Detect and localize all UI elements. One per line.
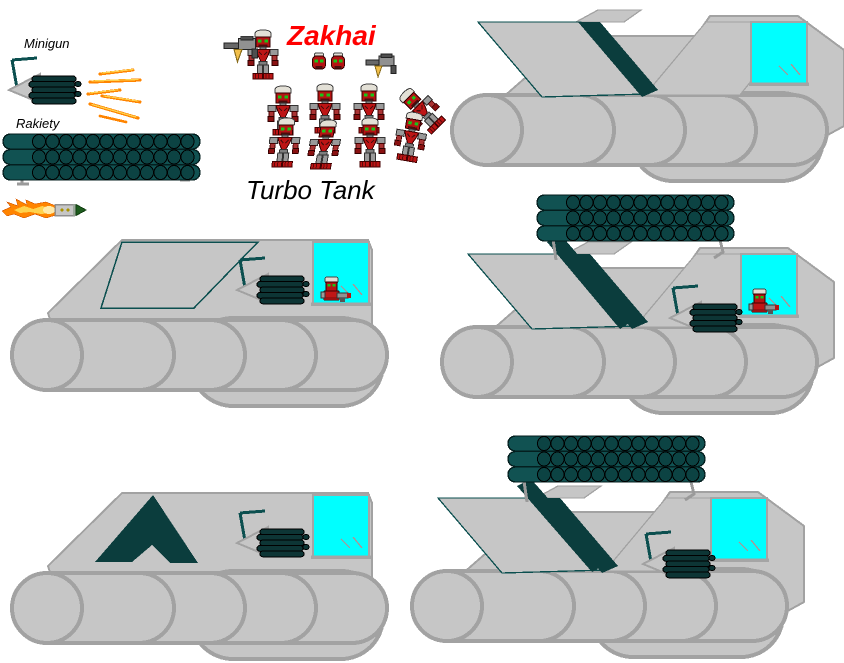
robot-pose-walk <box>354 117 386 168</box>
robot-head-sprite <box>331 52 345 70</box>
robot-head-sprite <box>312 52 326 70</box>
tank-top-right <box>452 10 844 181</box>
tank-middle-right <box>442 195 834 413</box>
handgun-sprite <box>365 53 397 78</box>
muzzle-flash-streaks <box>86 67 142 124</box>
character-title: Zakhai <box>287 20 376 51</box>
handgun-icon <box>223 35 259 63</box>
robot-gunner-sprite <box>223 29 279 80</box>
robot-pose-walk <box>266 117 303 168</box>
wedge-hood <box>95 495 198 563</box>
mounted-rocket-pod <box>537 195 734 241</box>
minigun-sprite <box>7 56 83 106</box>
flying-rocket-sprite <box>1 198 87 219</box>
vehicle-title: Turbo Tank <box>246 175 375 205</box>
rocket-pod-sprite <box>3 134 200 186</box>
robot-pose-walk <box>304 119 345 170</box>
minigun-label: Minigun <box>24 36 70 51</box>
tank-bottom-left <box>12 493 387 659</box>
tank-middle-left <box>12 240 387 406</box>
mounted-rocket-pod <box>508 436 705 482</box>
rockets-label: Rakiety <box>16 116 60 131</box>
tank-bottom-right <box>412 436 804 657</box>
robot-pose-bent <box>392 81 450 139</box>
